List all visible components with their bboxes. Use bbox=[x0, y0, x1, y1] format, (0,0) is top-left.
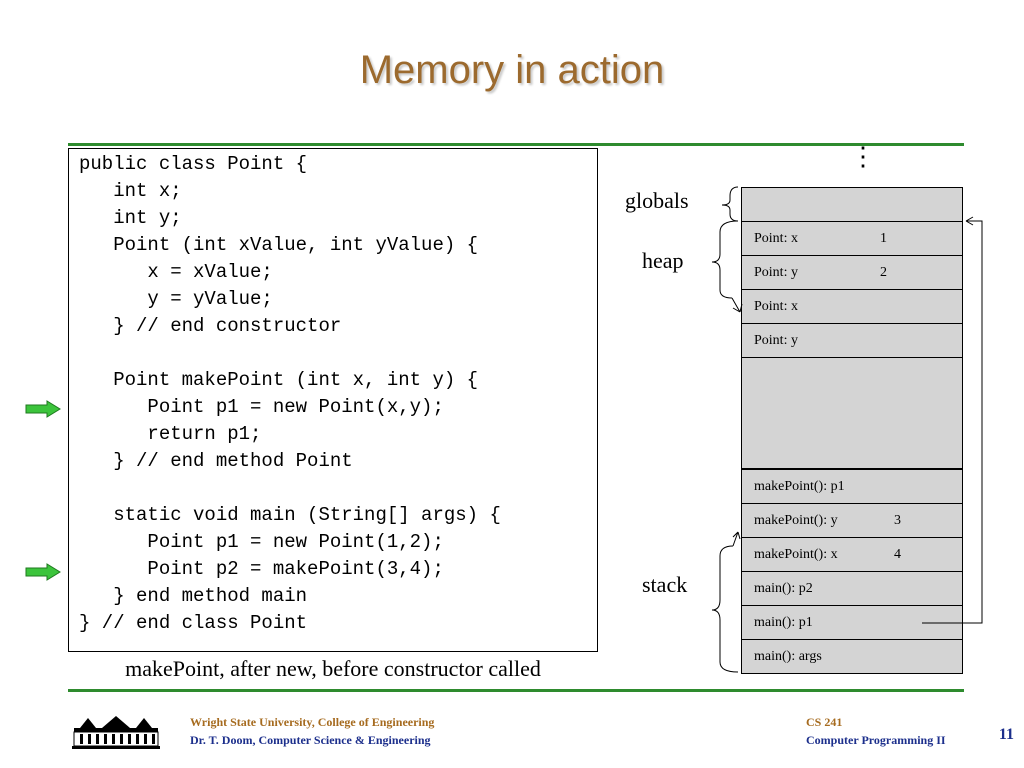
code-line: x = xValue; bbox=[79, 261, 273, 283]
green-right-arrow-icon bbox=[25, 400, 61, 418]
code-line: static void main (String[] args) { bbox=[79, 504, 501, 526]
cell-label: main(): args bbox=[754, 649, 822, 664]
slide-title: Memory in action bbox=[359, 48, 665, 92]
cell-label: makePoint(): x bbox=[754, 547, 838, 562]
cell-value: 2 bbox=[880, 265, 887, 280]
page-number: 11 bbox=[998, 726, 1014, 743]
cell-value: 3 bbox=[894, 513, 901, 528]
stack-growth-arrow bbox=[732, 531, 741, 547]
footer-course-name: Computer Programming II bbox=[806, 733, 946, 747]
footer-course: CS 241 bbox=[806, 715, 843, 729]
heap-brace bbox=[711, 220, 739, 299]
cell-label: main(): p1 bbox=[754, 615, 813, 630]
cell-label: makePoint(): p1 bbox=[754, 479, 845, 494]
cell-label: makePoint(): y bbox=[754, 513, 838, 528]
code-line: Point makePoint (int x, int y) { bbox=[79, 369, 479, 391]
stack-cell: main(): p2 bbox=[741, 571, 963, 606]
code-line: return p1; bbox=[79, 423, 262, 445]
code-line: y = yValue; bbox=[79, 288, 273, 310]
footer-institution: Wright State University, College of Engi… bbox=[190, 715, 435, 729]
heap-growth-arrow bbox=[731, 297, 743, 313]
code-line: int y; bbox=[79, 207, 182, 229]
reference-arrow-head bbox=[965, 216, 974, 226]
code-line: } // end method Point bbox=[79, 450, 353, 472]
code-line: public class Point { bbox=[79, 153, 308, 175]
university-building-logo bbox=[72, 716, 160, 749]
slide-caption: makePoint, after new, before constructor… bbox=[125, 656, 541, 681]
free-memory-region bbox=[741, 357, 963, 469]
globals-cell bbox=[741, 187, 963, 222]
heap-cell: Point: y bbox=[741, 323, 963, 358]
code-line: Point p2 = makePoint(3,4); bbox=[79, 558, 444, 580]
code-line: } end method main bbox=[79, 585, 308, 607]
globals-brace bbox=[721, 186, 739, 222]
code-line: } // end constructor bbox=[79, 315, 342, 337]
code-line: Point (int xValue, int yValue) { bbox=[79, 234, 479, 256]
cell-label: Point: y bbox=[754, 265, 798, 280]
cell-label: Point: x bbox=[754, 299, 798, 314]
code-line: Point p1 = new Point(1,2); bbox=[79, 531, 444, 553]
green-right-arrow-icon bbox=[25, 563, 61, 581]
reference-arrow bbox=[922, 220, 983, 624]
code-line: int x; bbox=[79, 180, 182, 202]
stack-cell: makePoint(): p1 bbox=[741, 469, 963, 504]
bottom-rule bbox=[68, 689, 964, 692]
cell-label: Point: x bbox=[754, 231, 798, 246]
heap-label: heap bbox=[642, 248, 684, 273]
code-listing: public class Point { int x; int y; Point… bbox=[68, 148, 598, 652]
stack-cell: makePoint(): x 4 bbox=[741, 537, 963, 572]
cell-value: 1 bbox=[880, 231, 887, 246]
cell-label: Point: y bbox=[754, 333, 798, 348]
top-rule bbox=[68, 143, 964, 146]
code-line: } // end class Point bbox=[79, 612, 308, 634]
cell-value: 4 bbox=[894, 547, 901, 562]
stack-cell: main(): args bbox=[741, 639, 963, 674]
cell-label: main(): p2 bbox=[754, 581, 813, 596]
stack-label: stack bbox=[642, 572, 688, 597]
code-line: Point p1 = new Point(x,y); bbox=[79, 396, 444, 418]
heap-cell: Point: x 1 bbox=[741, 221, 963, 256]
stack-brace bbox=[711, 545, 739, 673]
globals-label: globals bbox=[625, 188, 689, 213]
footer-author: Dr. T. Doom, Computer Science & Engineer… bbox=[190, 733, 431, 747]
